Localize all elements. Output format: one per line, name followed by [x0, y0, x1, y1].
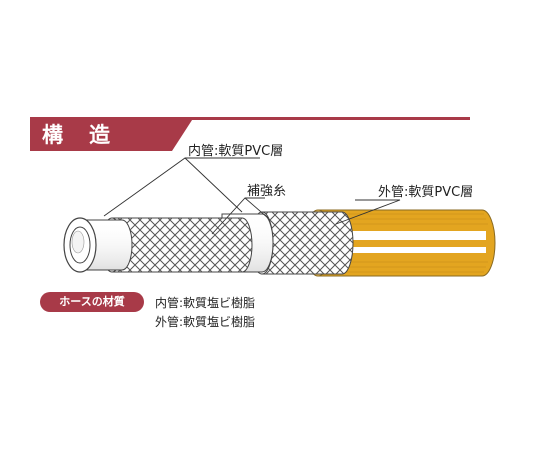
leader-inner-tube-2 [184, 157, 243, 213]
header-tab [30, 117, 194, 151]
label-outer-tube: 外管:軟質PVC層 [378, 185, 474, 200]
section-title: 構造 [42, 123, 136, 147]
label-reinforcement: 補強糸 [247, 184, 287, 199]
inner-tube-layer [63, 217, 133, 273]
header-rule [30, 117, 470, 120]
label-inner-tube: 内管:軟質PVC層 [188, 144, 284, 159]
leader-outer-tube [335, 199, 401, 225]
leader-reinforcement-2 [244, 197, 269, 219]
material-inner: 内管:軟質塩ビ樹脂 [155, 296, 256, 310]
material-badge: ホースの材質 [40, 292, 144, 312]
material-outer: 外管:軟質塩ビ樹脂 [155, 315, 256, 329]
